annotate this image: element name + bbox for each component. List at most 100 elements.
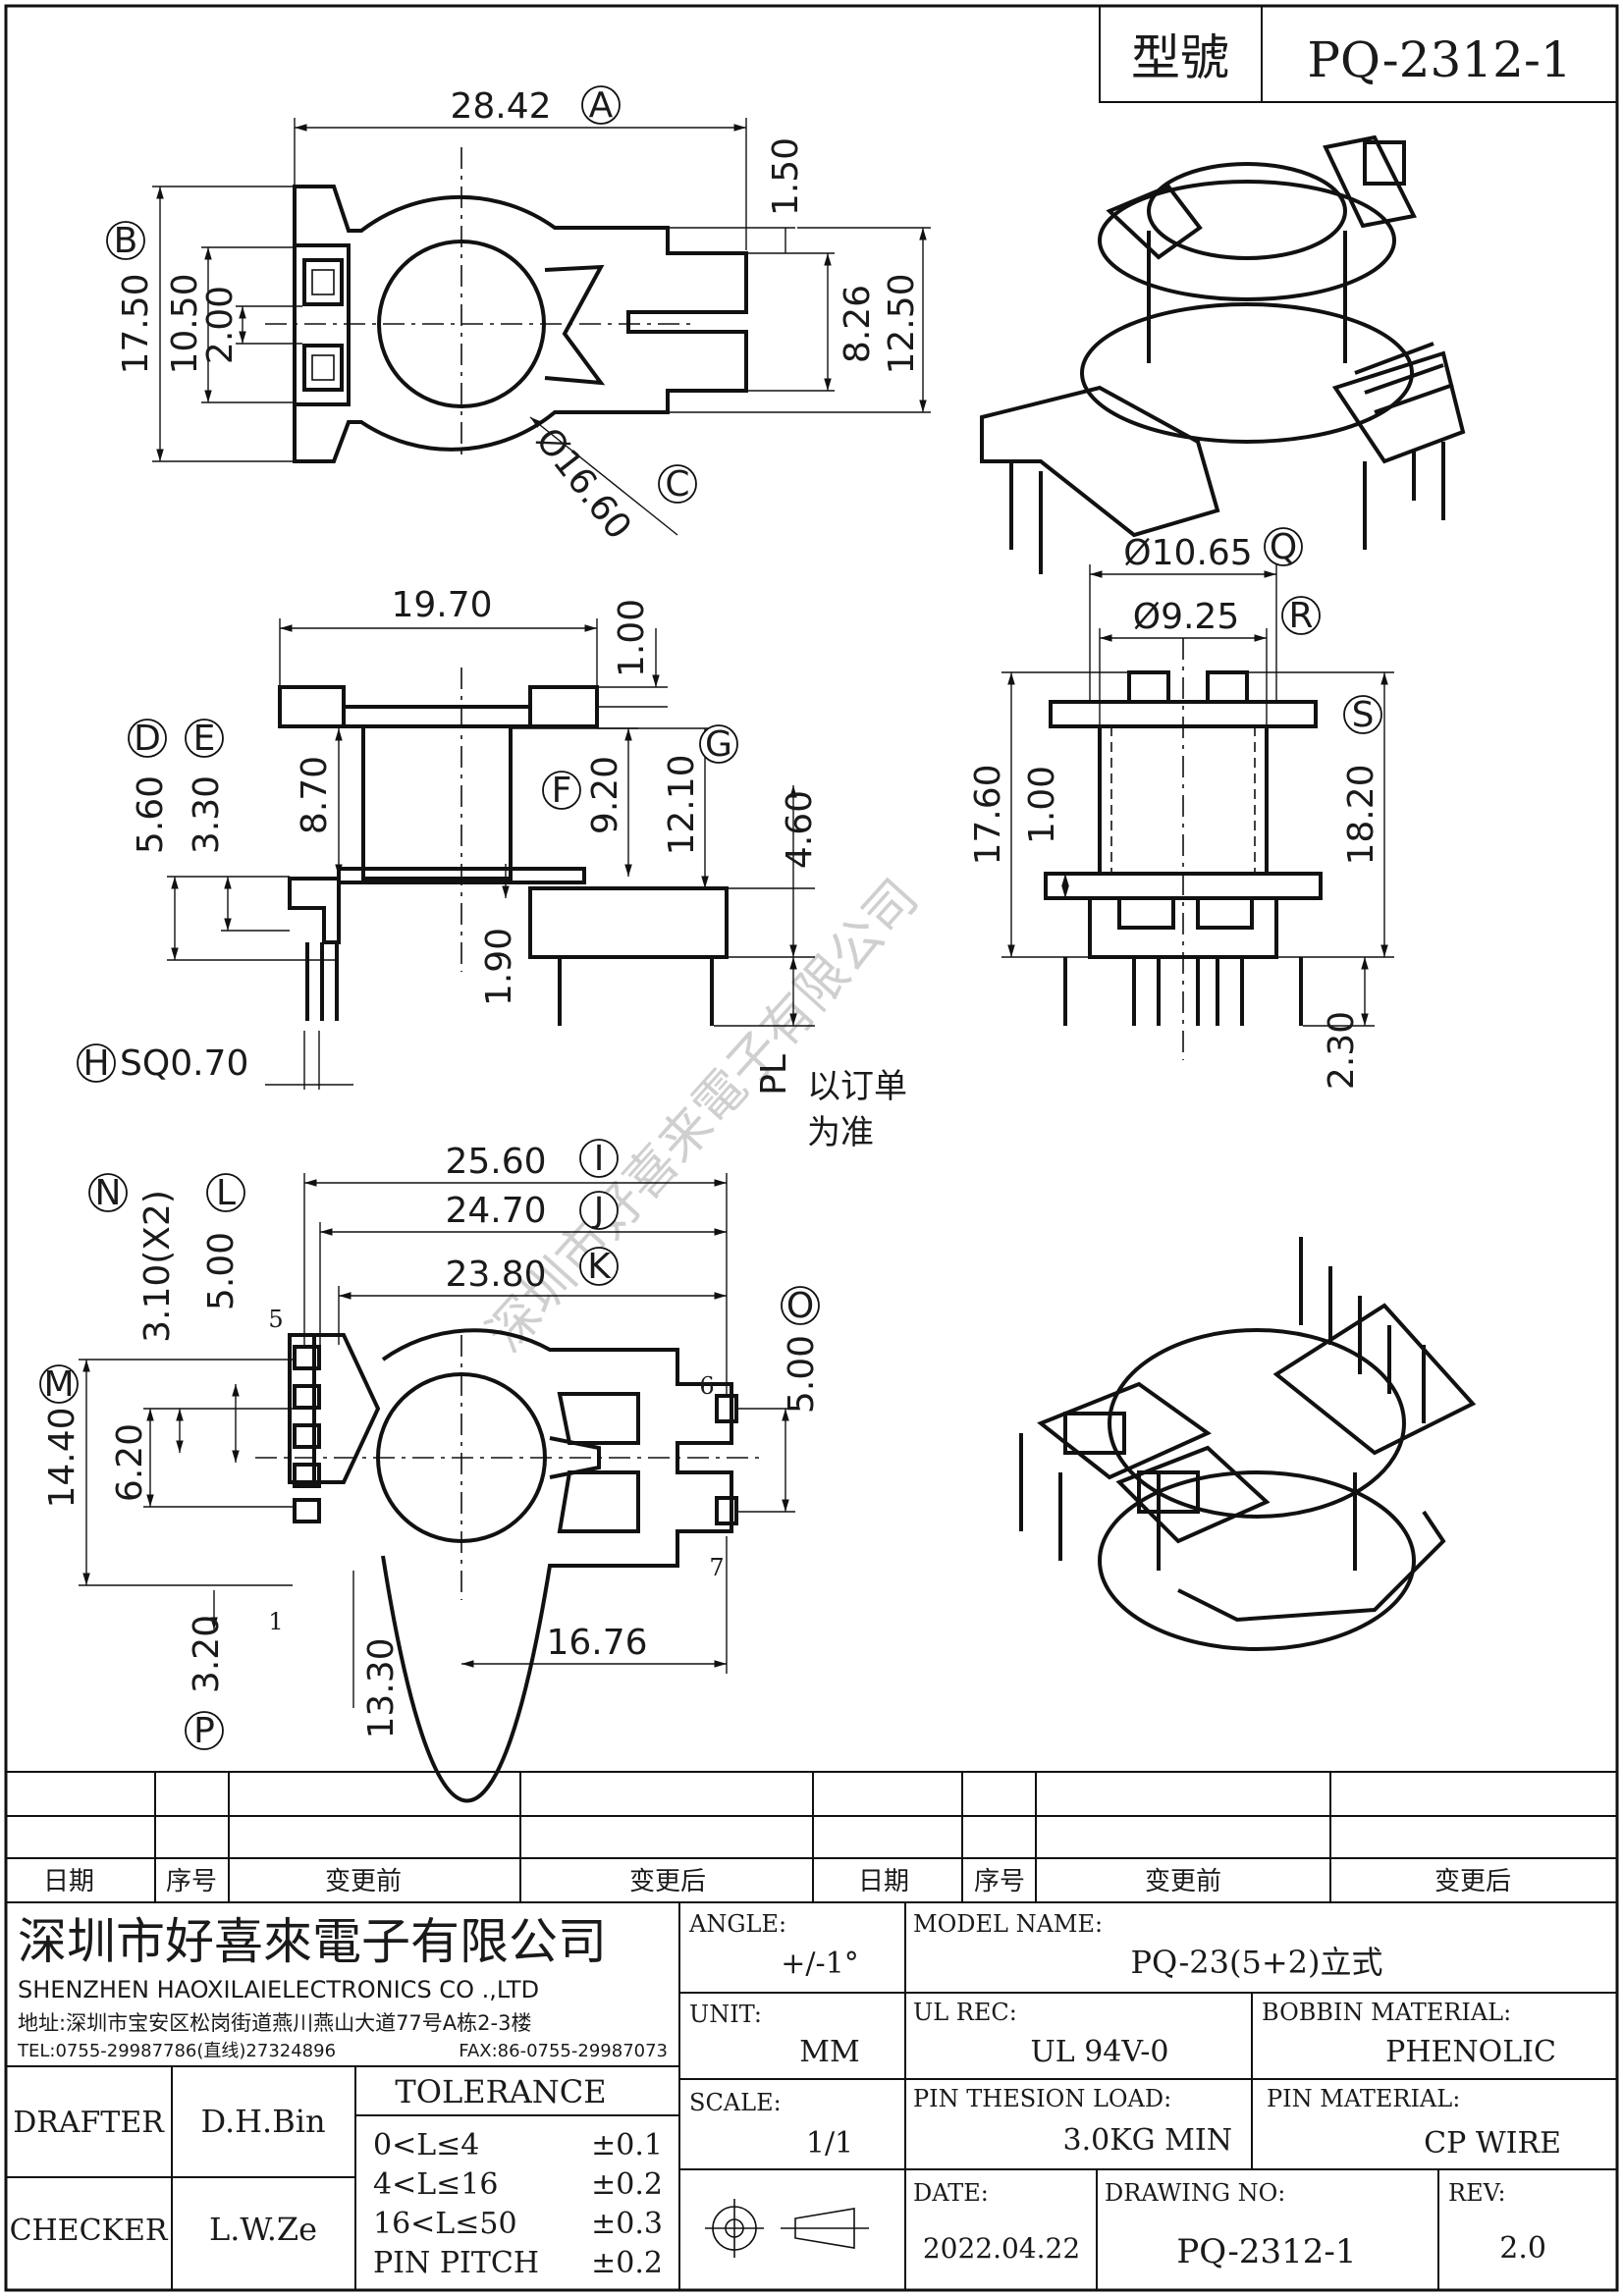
- dim-front-pl: PL: [754, 1054, 794, 1095]
- tolerance-range-1: 0<L≤4: [373, 2128, 479, 2163]
- dim-bottom-25-60: 25.60: [445, 1142, 546, 1182]
- dim-bottom-23-80: 23.80: [445, 1255, 546, 1295]
- model-box: 型號 PQ-2312-1: [1099, 5, 1618, 103]
- dim-top-diameter: Ø16.60: [527, 421, 638, 548]
- dim-top-8-26: 8.26: [838, 285, 878, 363]
- iso-view-bottom: [1019, 1237, 1477, 1651]
- drafter-value: D.H.Bin: [200, 2103, 325, 2140]
- unit-value: MM: [799, 2035, 859, 2069]
- dim-side-diam-outer: Ø10.65: [1123, 533, 1252, 573]
- model-name-value: PQ-23(5+2)立式: [1131, 1944, 1383, 1981]
- dim-front-width: 19.70: [391, 585, 492, 625]
- dim-top-12-50: 12.50: [882, 273, 922, 374]
- dim-top-10-50: 10.50: [165, 273, 205, 374]
- dim-bottom-3-20: 3.20: [187, 1615, 227, 1693]
- balloon-e: E: [193, 719, 216, 759]
- dim-top-2-00: 2.00: [200, 286, 241, 364]
- company-name-en: SHENZHEN HAOXILAIELECTRONICS CO .,LTD: [18, 1976, 539, 2003]
- dim-front-9-20: 9.20: [585, 756, 625, 834]
- rev-header-seq-2: 序号: [974, 1867, 1025, 1896]
- pin-number-7: 7: [709, 1554, 724, 1581]
- ul-label: UL REC:: [913, 1999, 1017, 2026]
- scale-label: SCALE:: [689, 2089, 782, 2116]
- balloon-c: C: [665, 464, 689, 505]
- balloon-m: M: [43, 1364, 74, 1405]
- rev-header-date-2: 日期: [858, 1867, 909, 1896]
- unit-label: UNIT:: [689, 2001, 762, 2028]
- pin-material-label: PIN MATERIAL:: [1267, 2085, 1460, 2112]
- dim-bottom-6-20: 6.20: [110, 1423, 150, 1502]
- dim-front-5-60: 5.60: [131, 775, 171, 854]
- dim-side-diam-inner: Ø9.25: [1133, 597, 1240, 637]
- balloon-k: K: [587, 1247, 612, 1287]
- drafter-label: DRAFTER: [13, 2106, 165, 2140]
- rev-header-before-2: 变更前: [1145, 1867, 1221, 1896]
- tolerance-value-2: ±0.2: [591, 2167, 663, 2202]
- bobbin-value: PHENOLIC: [1385, 2035, 1556, 2069]
- sheet-border: [4, 4, 1619, 2292]
- tolerance-value-4: ±0.2: [591, 2246, 663, 2280]
- company-tel: TEL:0755-29987786(直线)27324896: [17, 2041, 336, 2061]
- rev-header-seq-1: 序号: [166, 1867, 217, 1896]
- dim-bottom-5-00-left: 5.00: [201, 1232, 242, 1310]
- checker-label: CHECKER: [10, 2214, 169, 2248]
- dim-bottom-5-00-right: 5.00: [782, 1335, 822, 1414]
- balloon-n: N: [95, 1173, 122, 1213]
- balloon-j: J: [592, 1191, 605, 1231]
- dim-front-4-60: 4.60: [780, 790, 820, 869]
- drawing-no-label: DRAWING NO:: [1105, 2179, 1285, 2207]
- dim-bottom-16-76: 16.76: [546, 1623, 647, 1663]
- dim-bottom-24-70: 24.70: [445, 1191, 546, 1231]
- revision-table: 日期 序号 变更前 变更后 日期 序号 变更前 变更后: [6, 1771, 1617, 1903]
- side-view: Ø10.65 Q Ø9.25 R 17.60 1.00 18.20 S 2.30: [968, 527, 1394, 1090]
- balloon-f: F: [552, 771, 572, 811]
- pin-material-value: CP WIRE: [1424, 2126, 1561, 2161]
- front-view: 19.70 1.00 5.60 D 3.30 E 8.70 9.20 F 12.…: [77, 585, 907, 1152]
- iso-view-top: [980, 134, 1466, 574]
- tolerance-title: TOLERANCE: [395, 2073, 606, 2110]
- dim-front-8-70: 8.70: [295, 756, 335, 834]
- balloon-s: S: [1352, 695, 1375, 735]
- pin-number-5: 5: [268, 1306, 283, 1333]
- balloon-o: O: [786, 1286, 814, 1326]
- balloon-h: H: [82, 1043, 109, 1084]
- balloon-a: A: [589, 85, 614, 126]
- bobbin-label: BOBBIN MATERIAL:: [1262, 1999, 1511, 2026]
- rev-header-date-1: 日期: [43, 1867, 94, 1896]
- top-view: 28.42 A 17.50 B 10.50 2.00 1.50 8.26 12.…: [106, 85, 931, 548]
- angle-value: +/-1°: [781, 1947, 858, 1981]
- balloon-r: R: [1288, 596, 1313, 636]
- tolerance-value-1: ±0.1: [591, 2128, 663, 2163]
- company-name-cn: 深圳市好喜來電子有限公司: [18, 1913, 607, 1970]
- balloon-p: P: [193, 1711, 215, 1751]
- dim-side-2-30: 2.30: [1322, 1011, 1362, 1090]
- dim-side-17-60: 17.60: [968, 764, 1008, 865]
- date-label: DATE:: [913, 2179, 989, 2207]
- tolerance-range-2: 4<L≤16: [373, 2167, 498, 2202]
- rev-label: REV:: [1448, 2179, 1506, 2207]
- ul-value: UL 94V-0: [1030, 2035, 1168, 2069]
- drawing-no-value: PQ-2312-1: [1176, 2232, 1356, 2271]
- dim-side-18-20: 18.20: [1341, 764, 1381, 865]
- rev-header-after-2: 变更后: [1434, 1867, 1511, 1896]
- note-pl-line1: 以订单: [807, 1067, 907, 1106]
- tolerance-range-4: PIN PITCH: [373, 2246, 539, 2280]
- balloon-i: I: [594, 1139, 605, 1179]
- dim-front-1-00: 1.00: [612, 599, 652, 677]
- pin-number-1: 1: [268, 1608, 283, 1635]
- bottom-view: 25.60 I 24.70 J 23.80 K N L 3.10(X2) 5.0…: [39, 1139, 822, 1803]
- pin-number-6: 6: [699, 1372, 714, 1400]
- tolerance-range-3: 16<L≤50: [373, 2207, 517, 2241]
- balloon-d: D: [134, 719, 161, 759]
- dim-top-width: 28.42: [450, 86, 551, 127]
- model-name-label: MODEL NAME:: [913, 1910, 1103, 1938]
- dim-front-1-90: 1.90: [479, 928, 519, 1006]
- company-address: 地址:深圳市宝安区松岗街道燕川燕山大道77号A栋2-3楼: [18, 2011, 531, 2035]
- balloon-g: G: [705, 724, 732, 765]
- scale-value: 1/1: [806, 2126, 853, 2161]
- company-fax: FAX:86-0755-29987073: [459, 2041, 668, 2061]
- checker-value: L.W.Ze: [209, 2211, 317, 2248]
- note-pl-line2: 为准: [807, 1113, 874, 1152]
- load-label: PIN THESION LOAD:: [913, 2085, 1171, 2112]
